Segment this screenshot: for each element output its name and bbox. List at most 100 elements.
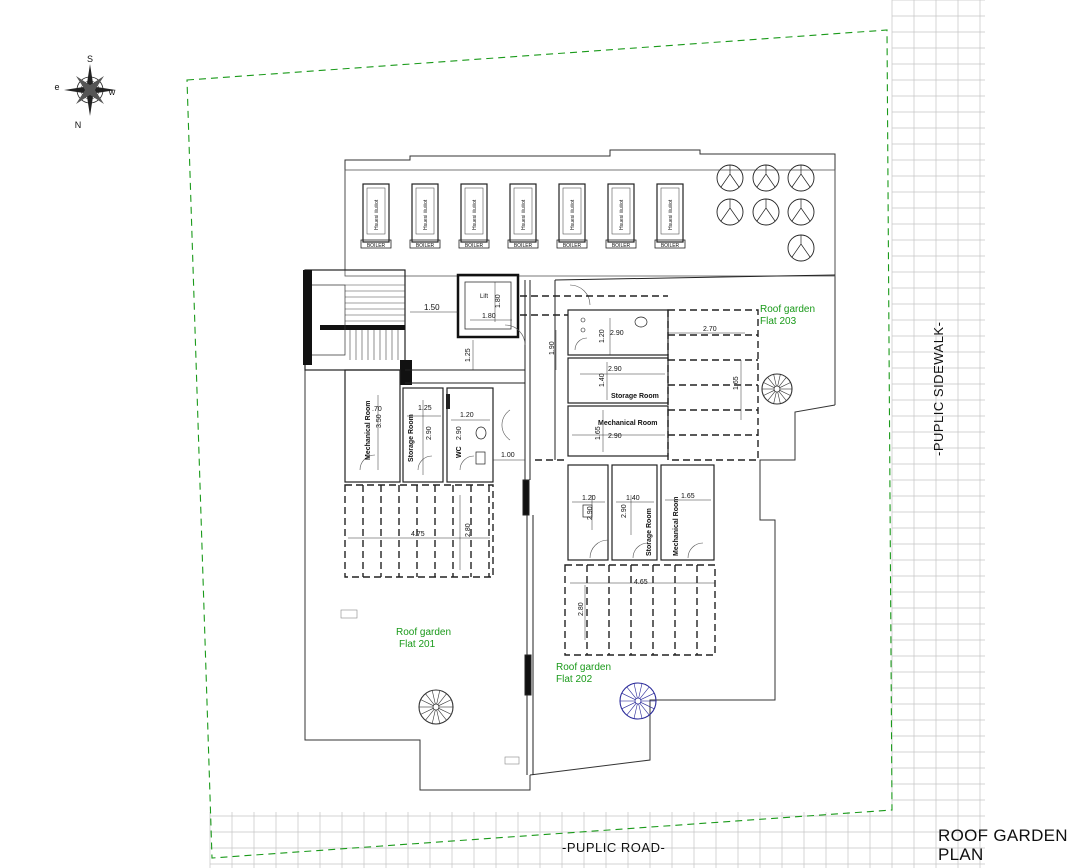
dim-label: 2.90 [608,433,622,440]
dim-label: 2.80 [578,602,585,616]
water-heater-label: Hsuesi iiiuiiiot [668,199,674,230]
boiler-label: BOILER [514,243,533,249]
dim-label: 1.20 [599,329,606,343]
solar-unit-icon [787,164,815,192]
sidewalk-paving [209,0,985,868]
solar-unit-icon [787,198,815,226]
dim-label: 2.90 [610,330,624,337]
boiler-label: BOILER [416,243,435,249]
solar-unit-icon [787,234,815,262]
dim-label: 1.40 [626,495,640,502]
dimension-lines [348,282,745,640]
garden-201-flat: Flat 201 [399,639,436,650]
lift-label: Lift [480,294,488,300]
compass-e-label: e [54,82,59,92]
dim-label: 1.65 [595,426,602,440]
dim-label: .70 [372,406,382,413]
dim-label: 1.65 [733,376,740,390]
dim-label: 2.90 [608,366,622,373]
garden-203-label: Roof garden [760,304,815,315]
public-road-label: -PUPLIC ROAD- [562,840,665,855]
dim-label: 2.90 [426,426,433,440]
dim-label: 2.90 [587,506,594,520]
public-sidewalk-label: -PUPLIC SIDEWALK- [931,322,946,456]
dim-label: 1.00 [501,452,515,459]
garden-202-label: Roof garden [556,662,611,673]
storage-room-bottom-label: Storage Room [646,508,653,556]
compass-rose-icon: S N e w [54,54,116,130]
mechanical-room-bottom-label: Mechanical Room [673,496,680,556]
solar-unit-icon [716,198,744,226]
mechanical-room-top-label: Mechanical Room [598,420,658,427]
lobby-walls [405,274,836,775]
dim-label: 2.90 [621,504,628,518]
compass-w-label: w [108,87,116,97]
water-heater-label: Hsuesi iiiuiiiot [423,199,429,230]
pergola-outlines [344,295,759,656]
water-heater-label: Hsuesi iiiuiiiot [472,199,478,230]
boiler-label: BOILER [367,243,386,249]
right-bottom-service-block [567,464,715,561]
lift-shaft: Lift [456,273,520,339]
dim-label: 1.80 [482,313,496,320]
compass-s-label: S [87,54,93,64]
spiral-stair-icon [619,682,657,720]
dim-label: 2.90 [456,426,463,440]
storage-room-top-label: Storage Room [611,393,659,400]
mechanical-room-left-label: Mechanical Room [365,400,372,460]
storage-room-left-label: Storage Room [408,414,415,462]
garden-203-flat: Flat 203 [760,316,797,327]
spiral-stair-icon [418,689,454,725]
dim-label: 1.25 [465,348,472,362]
left-service-block [344,369,494,483]
boiler-label: BOILER [465,243,484,249]
drawing-title-line1: ROOF GARDEN [938,826,1068,845]
dim-label: 1.65 [681,493,695,500]
solar-unit-icon [716,164,744,192]
drawing-title-line2: PLAN [938,845,984,864]
dim-label: 1.40 [599,373,606,387]
water-heater-label: Hsuesi iiiuiiiot [570,199,576,230]
dim-label: 1.20 [582,495,596,502]
dim-label: 1.20 [460,412,474,419]
dim-label: 3.50 [376,414,383,428]
building-outline [304,149,836,791]
compass-n-label: N [75,120,82,130]
garden-202-flat: Flat 202 [556,674,593,685]
water-heater-label: Hsuesi iiiuiiiot [521,199,527,230]
boiler-label: BOILER [563,243,582,249]
boiler-label: BOILER [612,243,631,249]
wc-label: WC [456,446,463,458]
dim-label: 4.75 [411,531,425,538]
dim-label: 1.50 [424,303,440,312]
dim-label: 1.80 [495,294,502,308]
dim-label: 2.80 [465,523,472,537]
garden-201-label: Roof garden [396,627,451,638]
dim-label: 2.70 [703,326,717,333]
water-heater-label: Hsuesi iiiuiiiot [619,199,625,230]
solar-units [716,164,815,262]
solar-unit-icon [752,164,780,192]
boiler-label: BOILER [661,243,680,249]
drawing-title: ROOF GARDEN PLAN [938,826,1068,864]
spiral-stair-icon [761,373,793,405]
dim-label: 1.25 [418,405,432,412]
solar-unit-icon [752,198,780,226]
stair-core [303,269,412,385]
dimension-texts: 1.50 1.80 1.80 1.25 1.90 .70 3.50 1.25 2… [372,294,740,616]
dim-label: 4.65 [634,579,648,586]
spiral-stairs [418,373,793,725]
dim-label: 1.90 [549,341,556,355]
water-heater-label: Hsuesi iiiuiiiot [374,199,380,230]
garden-markers [340,609,520,765]
plot-boundary [186,29,893,859]
